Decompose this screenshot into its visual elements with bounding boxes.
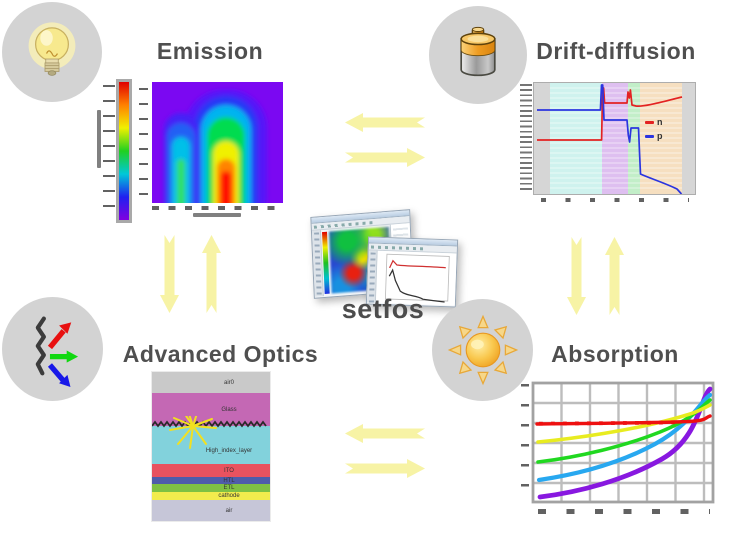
mini-line-plot xyxy=(375,250,457,306)
emission-y-ticks xyxy=(139,88,148,200)
emission-colorbar xyxy=(119,82,129,220)
drift-diffusion-title: Drift-diffusion xyxy=(536,38,696,64)
absorption-x-ticks xyxy=(538,509,710,514)
red-curve-markers xyxy=(539,420,675,426)
layer-label: HTL xyxy=(223,477,235,484)
emission-title: Emission xyxy=(156,38,264,64)
drift-diffusion-plot: n p xyxy=(533,82,696,195)
arrow-optics-to-emission xyxy=(202,235,221,313)
layer-label: ITO xyxy=(224,467,234,474)
arrow-optics-to-absorption xyxy=(345,459,425,478)
absorption-plot xyxy=(530,380,716,506)
arrow-absorption-to-drift xyxy=(605,237,624,315)
stack-layer-high-index: High_index_layer xyxy=(152,426,270,464)
stack-layer-etl: ETL xyxy=(152,484,270,492)
advanced-optics-icon-badge xyxy=(2,297,103,401)
battery-icon xyxy=(460,26,496,77)
stack-layer-htl: HTL xyxy=(152,477,270,484)
drift-diffusion-icon-badge xyxy=(429,6,527,104)
optical-layer-stack: air0 Glass High_index_layer ITO HTL ETL … xyxy=(152,372,270,521)
legend-item-p: p xyxy=(645,132,663,141)
layer-label: cathode xyxy=(218,493,240,499)
drift-diffusion-legend: n p xyxy=(645,118,663,141)
stack-layer-air0: air0 xyxy=(152,372,270,393)
layer-label: air xyxy=(225,507,233,514)
p-legend-label: p xyxy=(657,131,663,141)
p-legend-dash xyxy=(645,135,654,138)
absorption-title: Absorption xyxy=(551,341,679,367)
sun-icon xyxy=(447,314,518,386)
emission-colorbar-ticks xyxy=(103,85,115,219)
setfos-logo: setfos xyxy=(341,294,425,324)
layer-label: Glass xyxy=(221,406,237,413)
drift-diffusion-x-ticks xyxy=(541,198,689,202)
arrow-drift-to-emission xyxy=(345,113,425,132)
arrow-emission-to-drift xyxy=(345,148,425,167)
p-curve xyxy=(537,84,683,195)
setfos-window-plot xyxy=(365,236,459,308)
light-bulb-icon xyxy=(28,22,76,76)
absorption-icon-badge xyxy=(432,299,533,401)
emission-x-axis-label xyxy=(193,213,241,217)
drift-diffusion-y-ticks xyxy=(520,84,532,193)
n-curve xyxy=(537,87,683,141)
stack-layer-ito: ITO xyxy=(152,464,270,477)
scattering-arrows-icon xyxy=(35,316,78,387)
emission-heatmap xyxy=(152,82,283,203)
advanced-optics-title: Advanced Optics xyxy=(122,341,319,367)
stack-layer-cathode: cathode xyxy=(152,492,270,500)
n-legend-dash xyxy=(645,121,654,124)
emission-colorbar-axis-label xyxy=(97,110,101,168)
layer-label: air0 xyxy=(223,379,234,386)
arrow-emission-to-optics xyxy=(160,235,179,313)
layer-label: ETL xyxy=(223,485,235,491)
absorption-y-ticks xyxy=(521,384,529,502)
stack-layer-glass: Glass xyxy=(152,393,270,426)
emission-icon-badge xyxy=(2,2,102,102)
stack-layer-air: air xyxy=(152,500,270,521)
cyan-curve xyxy=(536,392,713,483)
arrow-drift-to-absorption xyxy=(567,237,586,315)
n-legend-label: n xyxy=(657,117,663,127)
legend-item-n: n xyxy=(645,118,663,127)
layer-label: High_index_layer xyxy=(205,448,253,454)
arrow-absorption-to-optics xyxy=(345,424,425,443)
emission-x-ticks xyxy=(152,206,283,210)
